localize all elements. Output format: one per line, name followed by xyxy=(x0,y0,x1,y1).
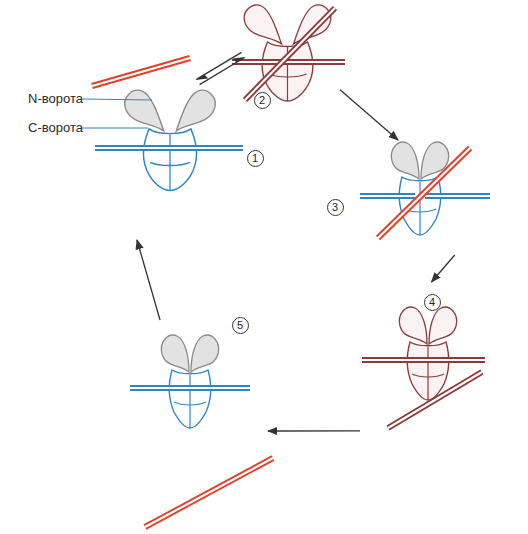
leader-line xyxy=(82,128,148,129)
dna-strand xyxy=(378,148,470,238)
stage-group: 1 xyxy=(80,82,265,240)
stage-group: 5 xyxy=(125,320,268,440)
stage-group: 2 xyxy=(243,0,340,118)
dna-strand xyxy=(362,359,485,361)
dna-duplex xyxy=(145,458,273,527)
dna-strand xyxy=(245,8,335,100)
reaction-arrow xyxy=(196,52,244,84)
callout-number: 4 xyxy=(424,294,441,311)
dna-strand xyxy=(362,357,485,363)
dna-strand xyxy=(95,145,243,151)
dna-duplex xyxy=(388,372,482,428)
reaction-arrow xyxy=(268,430,360,431)
reaction-arrow xyxy=(137,240,160,320)
dna-strand xyxy=(425,193,490,199)
part-label: N-ворота xyxy=(28,91,83,107)
topoisomerase-enzyme xyxy=(161,335,218,428)
dna-strand xyxy=(378,148,470,238)
part-label: C-ворота xyxy=(28,120,83,136)
dna-strand xyxy=(388,372,482,428)
callout-number: 3 xyxy=(327,199,344,216)
dna-strand xyxy=(95,147,243,149)
dna-duplex xyxy=(92,58,190,86)
step-arrow xyxy=(340,90,398,140)
topoisomerase-enzyme xyxy=(399,307,456,400)
reaction-arrow xyxy=(340,90,398,140)
equilibrium-arrow xyxy=(200,58,245,85)
dna-strand xyxy=(92,58,190,86)
callout-number: 1 xyxy=(247,150,264,167)
dna-duplex xyxy=(378,148,470,238)
dna-strand xyxy=(130,385,250,391)
stage-group: 3 xyxy=(320,140,495,255)
dna-duplex xyxy=(95,148,243,149)
topoisomerase-enzyme xyxy=(125,90,215,190)
dna-strand xyxy=(425,195,490,197)
dna-strand xyxy=(232,61,345,63)
dna-strand xyxy=(388,372,482,428)
step-arrow xyxy=(137,240,160,320)
dna-duplex xyxy=(245,8,335,100)
step-arrow xyxy=(432,255,455,282)
dna-strand xyxy=(145,458,273,527)
dna-strand xyxy=(130,387,250,389)
dna-strand xyxy=(232,59,345,65)
dna-duplex xyxy=(362,360,485,361)
dna-strand xyxy=(245,8,335,100)
stage-group: 4 xyxy=(360,282,490,442)
equilibrium-arrow xyxy=(196,52,241,79)
callout-number: 5 xyxy=(232,317,249,334)
topoisomerase-enzyme xyxy=(391,142,448,235)
dna-strand xyxy=(145,458,273,527)
dna-strand xyxy=(360,195,415,197)
dna-duplex xyxy=(130,388,250,389)
dna-strand xyxy=(92,58,190,86)
reaction-arrow xyxy=(432,255,455,282)
dna-duplex xyxy=(232,62,345,63)
step-arrow xyxy=(268,430,360,432)
callout-number: 2 xyxy=(254,92,271,109)
leader-line xyxy=(82,99,152,100)
dna-strand xyxy=(360,193,415,199)
